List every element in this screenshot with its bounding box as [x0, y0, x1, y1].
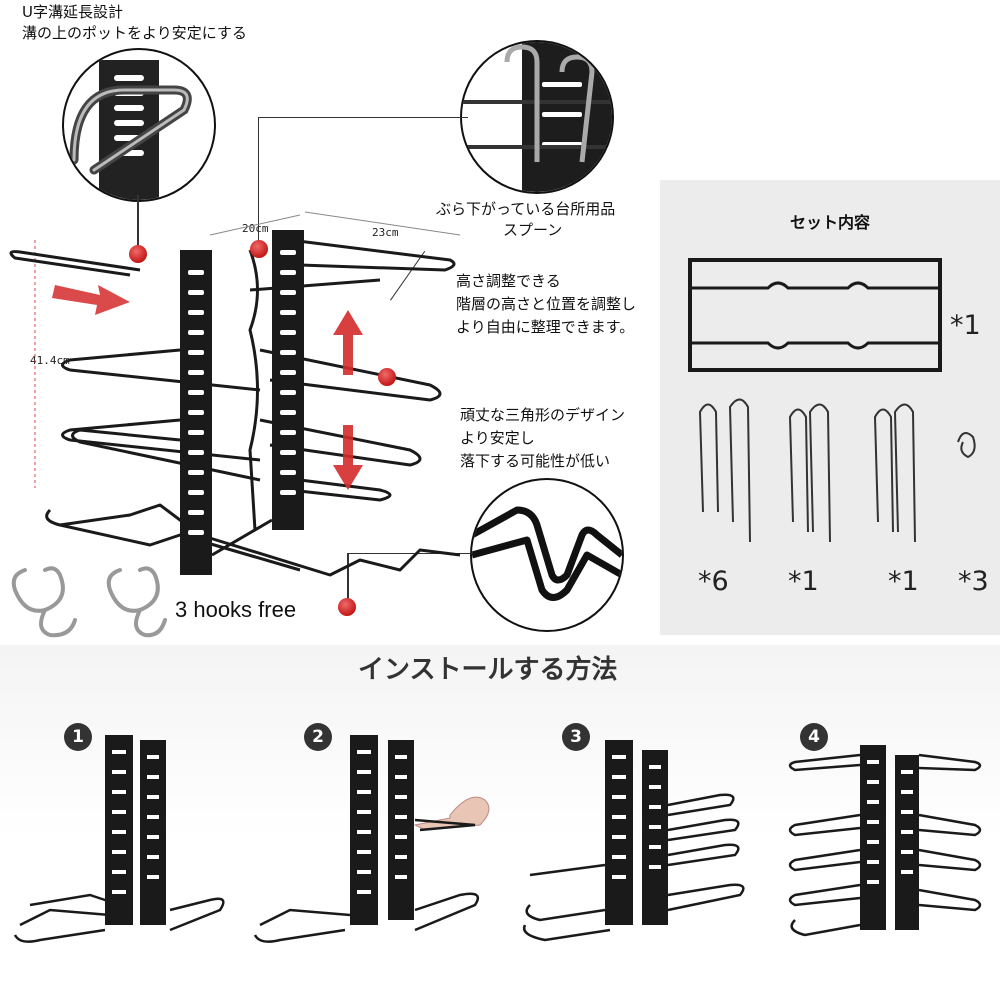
u-groove-zoom-circle	[62, 48, 216, 202]
hanging-utensils-zoom-circle	[460, 40, 614, 194]
u-groove-title: U字溝延長設計	[22, 3, 123, 21]
u-groove-description: 溝の上のポットをより安定にする	[22, 24, 247, 42]
step-3-illustration	[522, 740, 745, 942]
part-count-2: *1	[788, 566, 819, 597]
step-4-illustration	[788, 745, 982, 937]
s-hooks-illustration	[11, 566, 167, 638]
connector-line-triangle	[347, 553, 349, 603]
height-adjust-line1: 高さ調整できる	[456, 272, 561, 290]
step-badge-4: 4	[800, 723, 828, 751]
part-count-4: *3	[958, 566, 989, 597]
part-count-1: *6	[698, 566, 729, 597]
frame-part-illustration	[688, 258, 942, 372]
set-contents-title: セット内容	[790, 213, 871, 232]
triangle-design-line3: 落下する可能性が低い	[460, 452, 611, 470]
u-groove-marker-dot	[129, 245, 147, 263]
step-1-illustration	[13, 735, 225, 943]
install-section: インストールする方法 1 2 3 4	[0, 645, 1000, 1000]
hanging-utensils-line1: ぶら下がっている台所用品	[436, 200, 616, 218]
connector-line-hanging	[258, 117, 468, 118]
install-title: インストールする方法	[358, 655, 618, 685]
part-count-3: *1	[888, 566, 919, 597]
dimension-arm-label: 23cm	[372, 226, 399, 239]
height-marker-dot	[378, 368, 396, 386]
hooks-free-label: 3 hooks free	[175, 597, 297, 622]
triangle-design-line2: より安定し	[460, 429, 535, 447]
step-2-illustration	[253, 735, 490, 943]
step-badge-2: 2	[304, 723, 332, 751]
hanging-utensils-detail-illustration	[462, 42, 612, 192]
shelf-parts-illustration	[698, 398, 976, 543]
connector-line-hanging-vertical	[258, 117, 259, 247]
u-groove-detail-illustration	[69, 60, 192, 200]
height-adjust-line2: 階層の高さと位置を調整し	[456, 295, 637, 313]
set-contents-panel: セット内容 *1 *6 *1 *1 *3	[660, 180, 1000, 635]
triangle-zoom-circle	[470, 478, 624, 632]
triangle-design-line1: 頑丈な三角形のデザイン	[460, 406, 626, 424]
connector-line-u-groove	[137, 195, 139, 250]
height-adjust-line3: より自由に整理できます。	[456, 318, 635, 336]
frame-count: *1	[950, 310, 981, 341]
main-rack-illustration	[9, 211, 461, 577]
connector-line-triangle-horizontal	[347, 553, 472, 554]
dimension-height-label: 41.4cm	[30, 354, 70, 367]
step-badge-1: 1	[64, 723, 92, 751]
step-badge-3: 3	[562, 723, 590, 751]
hanging-marker-dot	[250, 240, 268, 258]
triangle-marker-dot	[338, 598, 356, 616]
hanging-utensils-line2: スプーン	[503, 221, 563, 239]
triangle-detail-illustration	[472, 506, 622, 601]
dimension-depth-label: 20cm	[242, 222, 269, 235]
